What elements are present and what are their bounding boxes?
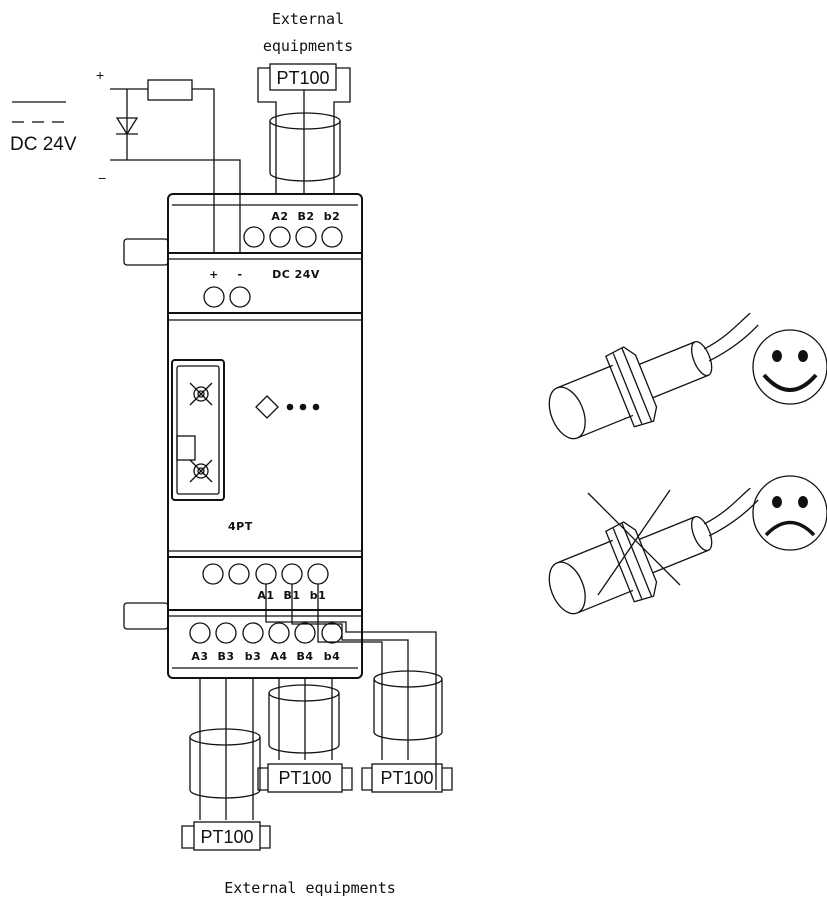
terminal-a2-label: A2	[271, 210, 288, 223]
terminal-b4-lower-label: b4	[324, 650, 341, 663]
channel1-wiring	[265, 584, 453, 793]
terminal-b4-label: B4	[296, 650, 313, 663]
terminal-a4-label: A4	[270, 650, 287, 663]
bottom-terminal-block	[189, 622, 343, 644]
frown-icon	[752, 475, 827, 551]
pt100-top-group	[257, 63, 351, 194]
middle-terminal-block	[202, 563, 329, 585]
dc-supply-symbol	[12, 101, 66, 123]
pt100-right-label: PT100	[380, 768, 433, 788]
terminal-a3-label: A3	[191, 650, 208, 663]
sensor-correct-mount-icon	[548, 312, 759, 440]
terminal-b2-lower-label: b2	[324, 210, 341, 223]
external-top-line1: External	[272, 10, 344, 28]
pt100-center-label: PT100	[278, 768, 331, 788]
fuse-symbol	[147, 79, 193, 101]
external-bottom-label: External equipments	[224, 879, 396, 897]
channel3-wiring	[181, 678, 271, 851]
pt100-top-label: PT100	[276, 68, 329, 88]
module-housing	[123, 193, 363, 679]
smiley-icon	[752, 329, 827, 405]
supply-plus-sign: +	[96, 67, 104, 83]
power-plus-label: +	[209, 268, 219, 281]
terminal-b3-label: B3	[217, 650, 234, 663]
connector-screw-icon	[189, 382, 213, 483]
supply-wiring	[110, 79, 241, 252]
pt100-left-label: PT100	[200, 827, 253, 847]
supply-voltage-label: DC 24V	[10, 134, 77, 155]
status-indicator-icon	[255, 395, 320, 419]
top-terminal-block	[243, 226, 343, 248]
terminal-b2-label: B2	[297, 210, 314, 223]
external-top-line2: equipments	[263, 37, 353, 55]
sensor-incorrect-mount-icon	[548, 487, 759, 615]
terminal-b3-lower-label: b3	[245, 650, 262, 663]
module-name-label: 4PT	[228, 520, 253, 533]
diode-icon	[115, 117, 139, 136]
incorrect-cross-lines	[587, 489, 681, 596]
power-dc-label: DC 24V	[272, 268, 320, 281]
channel4-wiring	[257, 678, 353, 793]
power-minus-label: -	[237, 268, 242, 281]
supply-minus-sign: −	[98, 170, 106, 186]
power-terminal-block	[203, 286, 251, 308]
